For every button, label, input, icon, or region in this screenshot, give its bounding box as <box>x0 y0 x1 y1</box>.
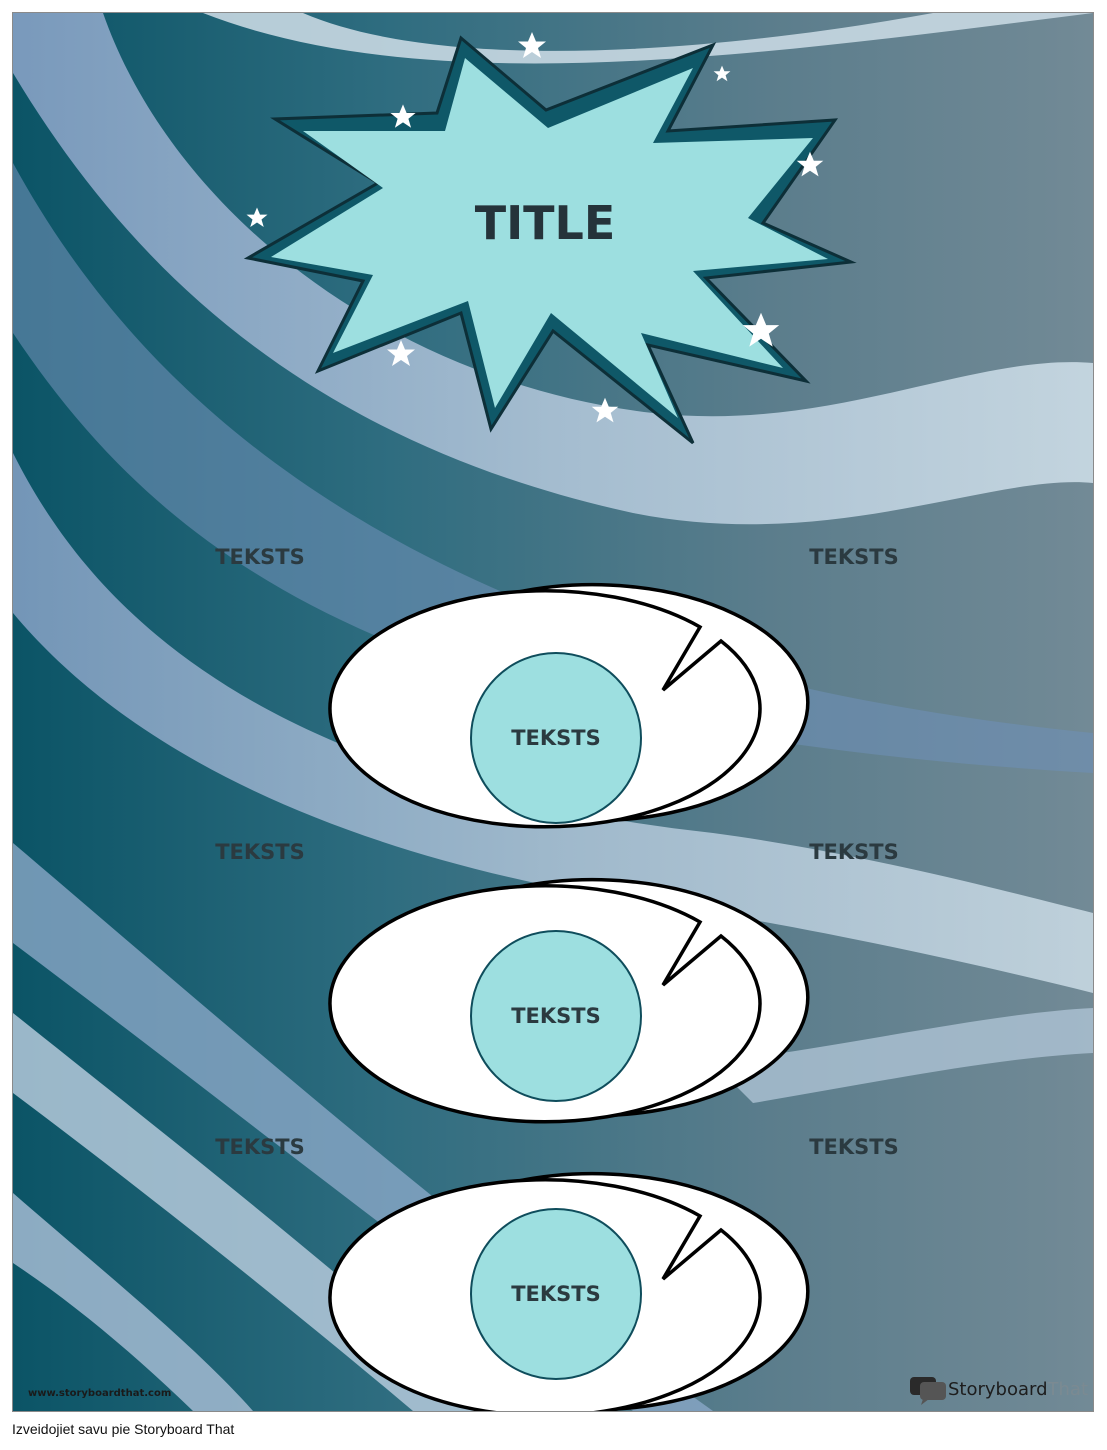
center-circle-text: TEKSTS <box>511 726 601 750</box>
speech-bubble-text: TEKSTS <box>215 545 305 569</box>
worksheet-canvas: TITLE TEKSTS TEKSTS TEKSTS TEKSTS TEKSTS… <box>13 13 1093 1411</box>
svg-text:StoryboardThat: StoryboardThat <box>948 1379 1088 1400</box>
center-circle-3: TEKSTS <box>470 1208 642 1380</box>
center-circle-1: TEKSTS <box>470 652 642 824</box>
brand-word-storyboard: Storyboard <box>948 1379 1048 1400</box>
speech-bubble-text: TEKSTS <box>809 545 899 569</box>
center-circle-text: TEKSTS <box>511 1004 601 1028</box>
speech-bubble-text: TEKSTS <box>215 1135 305 1159</box>
title-text: TITLE <box>475 196 616 250</box>
center-circle-2: TEKSTS <box>470 930 642 1102</box>
speech-bubble-text: TEKSTS <box>809 1135 899 1159</box>
speech-logo-icon <box>910 1377 946 1405</box>
brand-word-that: That <box>1047 1379 1089 1400</box>
center-circle-text: TEKSTS <box>511 1282 601 1306</box>
speech-bubble-text: TEKSTS <box>215 840 305 864</box>
footer-url: www.storyboardthat.com <box>28 1388 171 1399</box>
worksheet-page: TITLE TEKSTS TEKSTS TEKSTS TEKSTS TEKSTS… <box>12 12 1094 1412</box>
footer-caption: Izveidojiet savu pie Storyboard That <box>12 1421 235 1437</box>
title-burst: TITLE <box>243 35 857 445</box>
speech-bubble-text: TEKSTS <box>809 840 899 864</box>
storyboardthat-logo: StoryboardThat <box>910 1377 1088 1405</box>
